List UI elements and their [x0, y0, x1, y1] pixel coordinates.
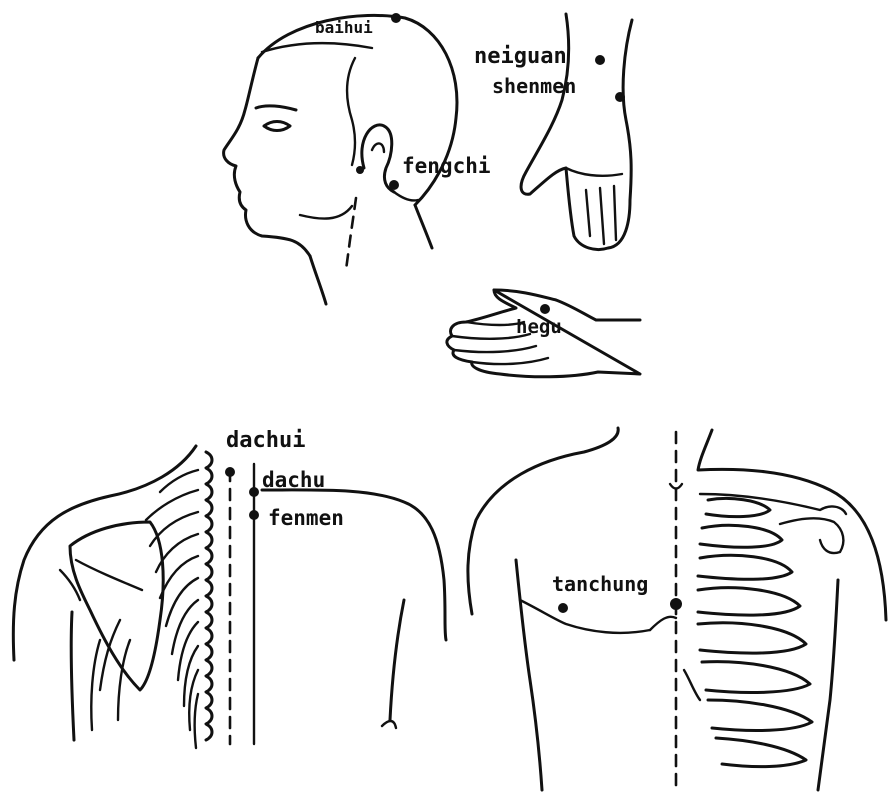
label-baihui: baihui [315, 20, 373, 36]
dachui-dot [225, 467, 235, 477]
dachu-dot [249, 487, 259, 497]
hegu-dot [540, 304, 550, 314]
fenmen-dot [249, 510, 259, 520]
neiguan-dot [595, 55, 605, 65]
label-dachu: dachu [262, 470, 325, 491]
fengchi-dot [389, 180, 399, 190]
label-neiguan: neiguan [474, 46, 567, 68]
label-hegu: hegu [516, 318, 562, 337]
label-fengchi: fengchi [402, 156, 491, 177]
label-dachui: dachui [226, 430, 305, 452]
label-shenmen: shenmen [492, 76, 576, 96]
baihui-dot [391, 13, 401, 23]
back-torso [13, 446, 446, 748]
fengchi-ear-dot [356, 166, 364, 174]
tanchung-dot [670, 598, 682, 610]
tanchung-side-dot [558, 603, 568, 613]
shenmen-dot [615, 92, 625, 102]
label-fenmen: fenmen [268, 508, 344, 529]
label-tanchung: tanchung [552, 574, 648, 594]
